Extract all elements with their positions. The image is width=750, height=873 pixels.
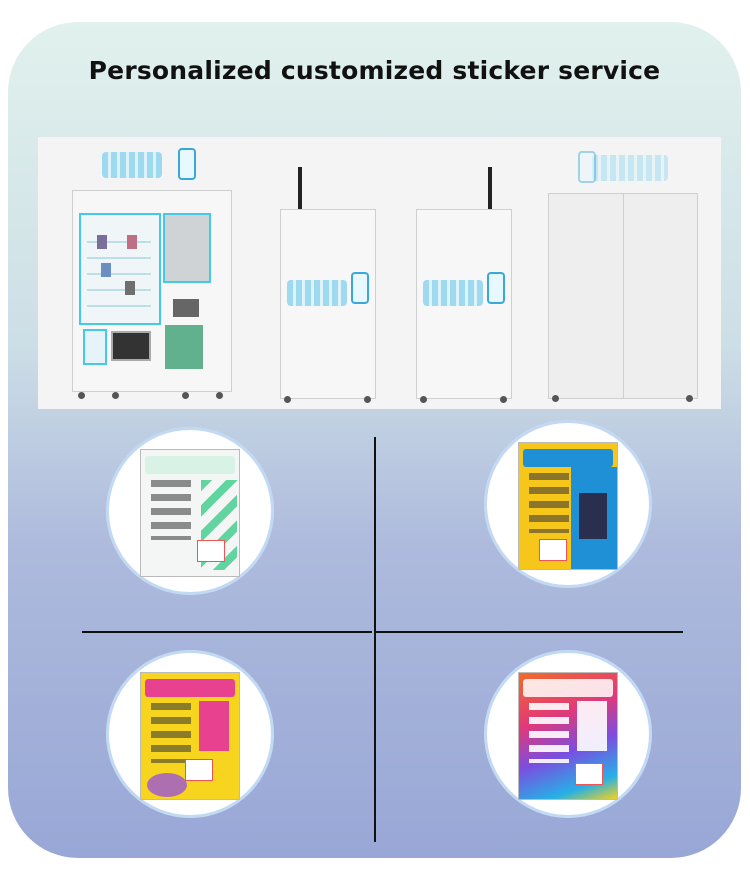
side-panel-left (280, 167, 376, 403)
phone-logo-icon (578, 151, 596, 183)
touch-panel (111, 331, 151, 361)
machine-cabinet (72, 190, 232, 392)
grid-divider-horizontal-left (82, 631, 372, 633)
phone-logo-icon (487, 272, 505, 304)
machine-thumbnail-colorful-splash (484, 650, 652, 818)
brand-logo (287, 280, 347, 306)
machine-thumbnail-white-green (106, 427, 274, 595)
brand-logo (423, 280, 483, 306)
phone-logo-icon (351, 272, 369, 304)
side-panel-right (416, 167, 512, 403)
brand-logo (102, 152, 162, 178)
machine-thumbnail-blue-yellow (484, 420, 652, 588)
front-machine (72, 148, 232, 402)
grid-divider-vertical (374, 437, 376, 842)
machine-thumbnail-yellow-pink (106, 650, 274, 818)
back-panel (548, 151, 698, 403)
phone-logo-icon (178, 148, 196, 180)
page-title: Personalized customized sticker service (88, 56, 661, 85)
machine-lineup-photo (38, 137, 721, 409)
content-card: Personalized customized sticker service (8, 22, 741, 858)
brand-logo (592, 155, 668, 181)
display-window (79, 213, 161, 325)
side-screen (163, 213, 211, 283)
print-area (165, 325, 203, 369)
grid-divider-horizontal-right (376, 631, 683, 633)
phone-display (83, 329, 107, 365)
